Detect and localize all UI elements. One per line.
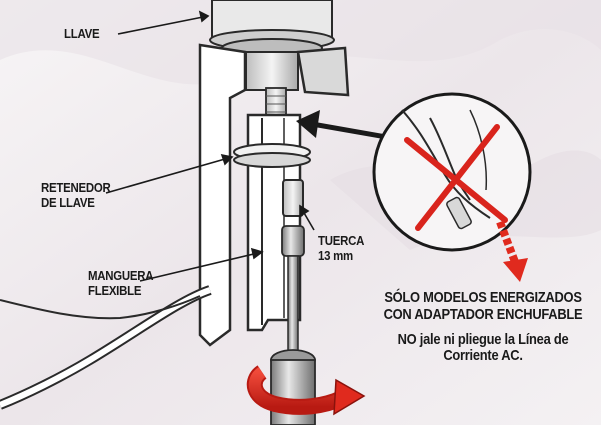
faucet-label: LLAVE	[64, 26, 100, 41]
pointer-arrow-icon	[296, 110, 393, 141]
warning-text: SÓLO MODELOS ENERGIZADOS CON ADAPTADOR E…	[376, 289, 591, 365]
faucet-body	[209, 0, 335, 91]
leader-lines	[105, 10, 315, 282]
nut-label: TUERCA 13 mm	[318, 233, 365, 263]
hose-leader	[139, 251, 263, 282]
faucet-leader	[117, 15, 209, 35]
prohibition-icon	[372, 92, 532, 252]
curved-cord	[0, 295, 201, 320]
warning-line-4: Corriente AC.	[443, 347, 523, 365]
warning-line-2: CON ADAPTADOR ENCHUFABLE	[383, 305, 583, 323]
nut-13mm	[282, 179, 304, 217]
pull-warning-arrow-icon	[496, 220, 528, 282]
rotation-arrow-icon	[246, 365, 366, 416]
faucet-retainer-label: RETENEDOR DE LLAVE	[41, 180, 111, 210]
flexible-hose-label: MANGUERA FLEXIBLE	[88, 268, 154, 298]
faucet-retainer	[233, 143, 311, 168]
faucet-retainer-leader	[105, 156, 233, 194]
warning-line-3: NO jale ni pliegue la Línea de	[397, 330, 569, 348]
warning-line-1: SÓLO MODELOS ENERGIZADOS	[384, 289, 582, 306]
sink-deck	[198, 43, 350, 347]
